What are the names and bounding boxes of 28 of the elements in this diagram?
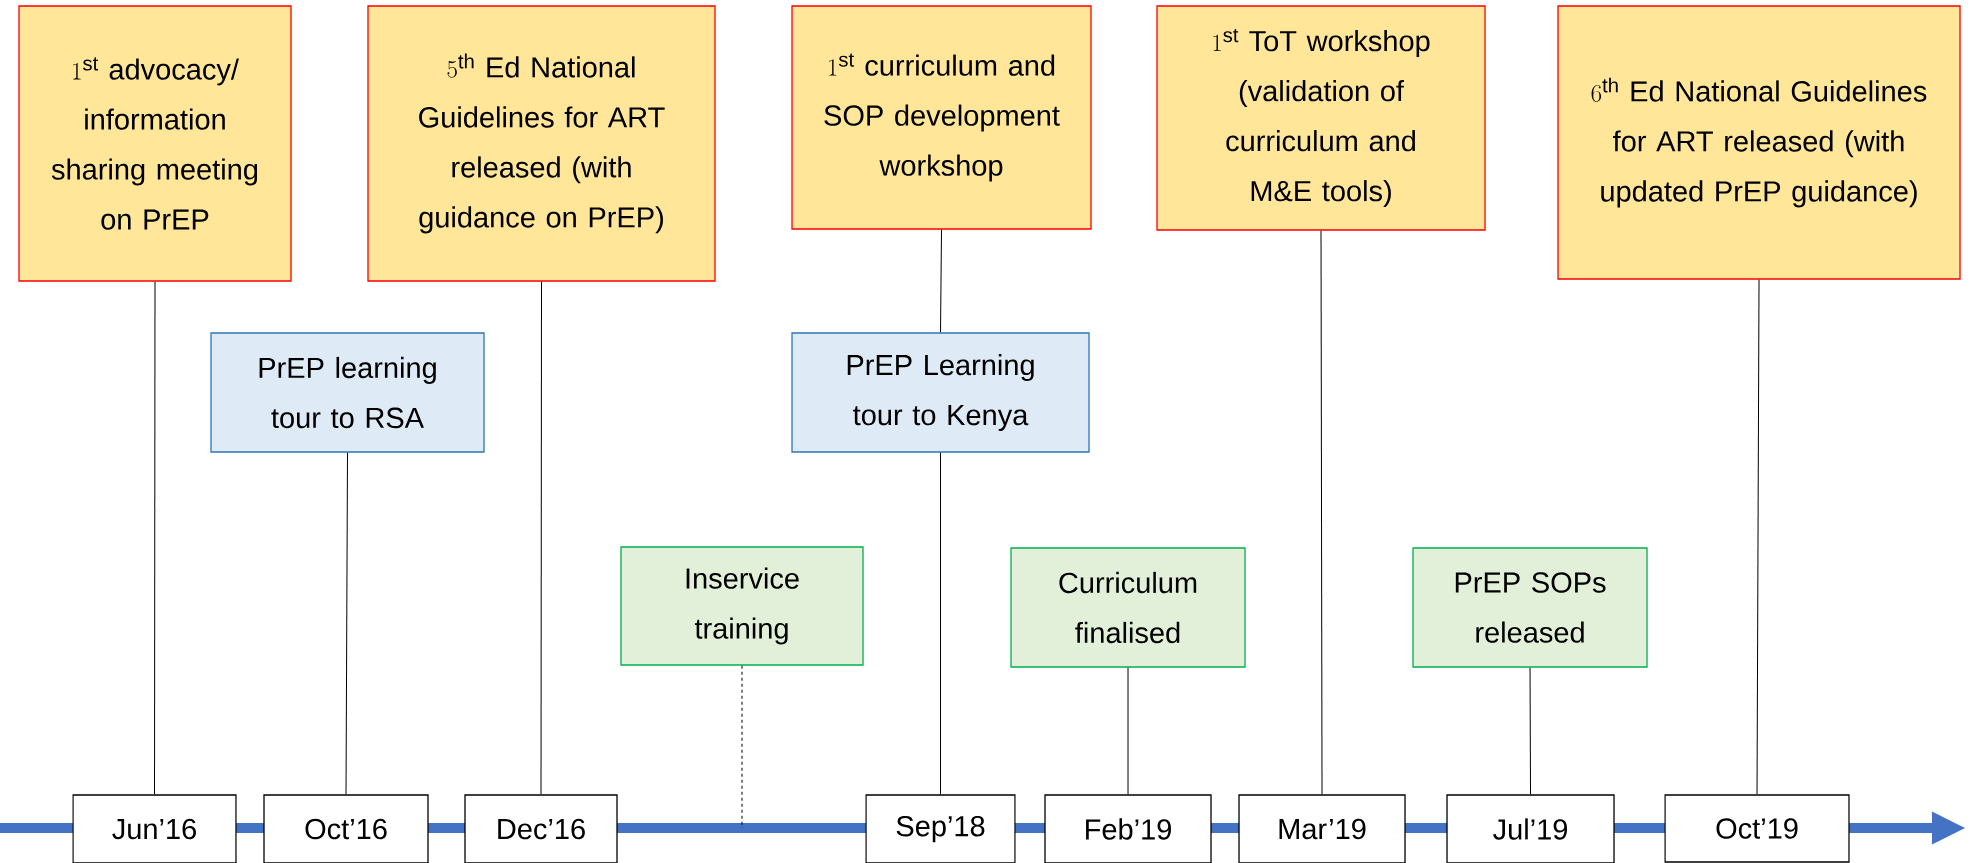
connector-line	[940, 452, 941, 795]
date-box: Feb’19	[1044, 794, 1212, 863]
date-box: Mar’19	[1238, 794, 1406, 863]
connector-line	[940, 229, 942, 333]
milestone-box: PrEP SOPs released	[1412, 547, 1648, 668]
event-box: $6^{\text{th}}$ Ed National Guidelines for ART released (with updated PrEP guidance)	[1557, 5, 1961, 280]
date-box: Jul’19	[1446, 794, 1615, 863]
tour-box: PrEP learning tour to RSA	[210, 332, 485, 453]
date-box: Jun’16	[72, 794, 237, 863]
date-box: Dec’16	[464, 794, 618, 863]
connector-line	[1320, 230, 1323, 795]
connector-line	[345, 452, 348, 795]
connector-line	[1127, 667, 1129, 795]
event-box: $1^{\text{st}}$ advocacy/ information sharing meeting on PrEP	[18, 5, 292, 282]
tour-box: PrEP Learning tour to Kenya	[791, 332, 1090, 453]
connector-line	[1756, 279, 1760, 795]
event-box: $1^{\text{st}}$ ToT workshop (validation of curriculum and M&E tools)	[1156, 5, 1486, 231]
milestone-box: Inservice training	[620, 546, 864, 666]
date-box: Sep’18	[865, 794, 1016, 863]
leader-line	[741, 665, 743, 829]
connector-line	[1529, 667, 1531, 795]
date-box: Oct’16	[263, 794, 429, 863]
event-box: $1^{\text{st}}$ curriculum and SOP development workshop	[791, 5, 1092, 230]
connector-line	[154, 281, 156, 795]
date-box: Oct’19	[1664, 794, 1850, 863]
event-box: $5^{\text{th}}$ Ed National Guidelines for ART released (with guidance on PrEP)	[367, 5, 716, 282]
connector-line	[540, 281, 542, 795]
milestone-box: Curriculum finalised	[1010, 547, 1246, 668]
